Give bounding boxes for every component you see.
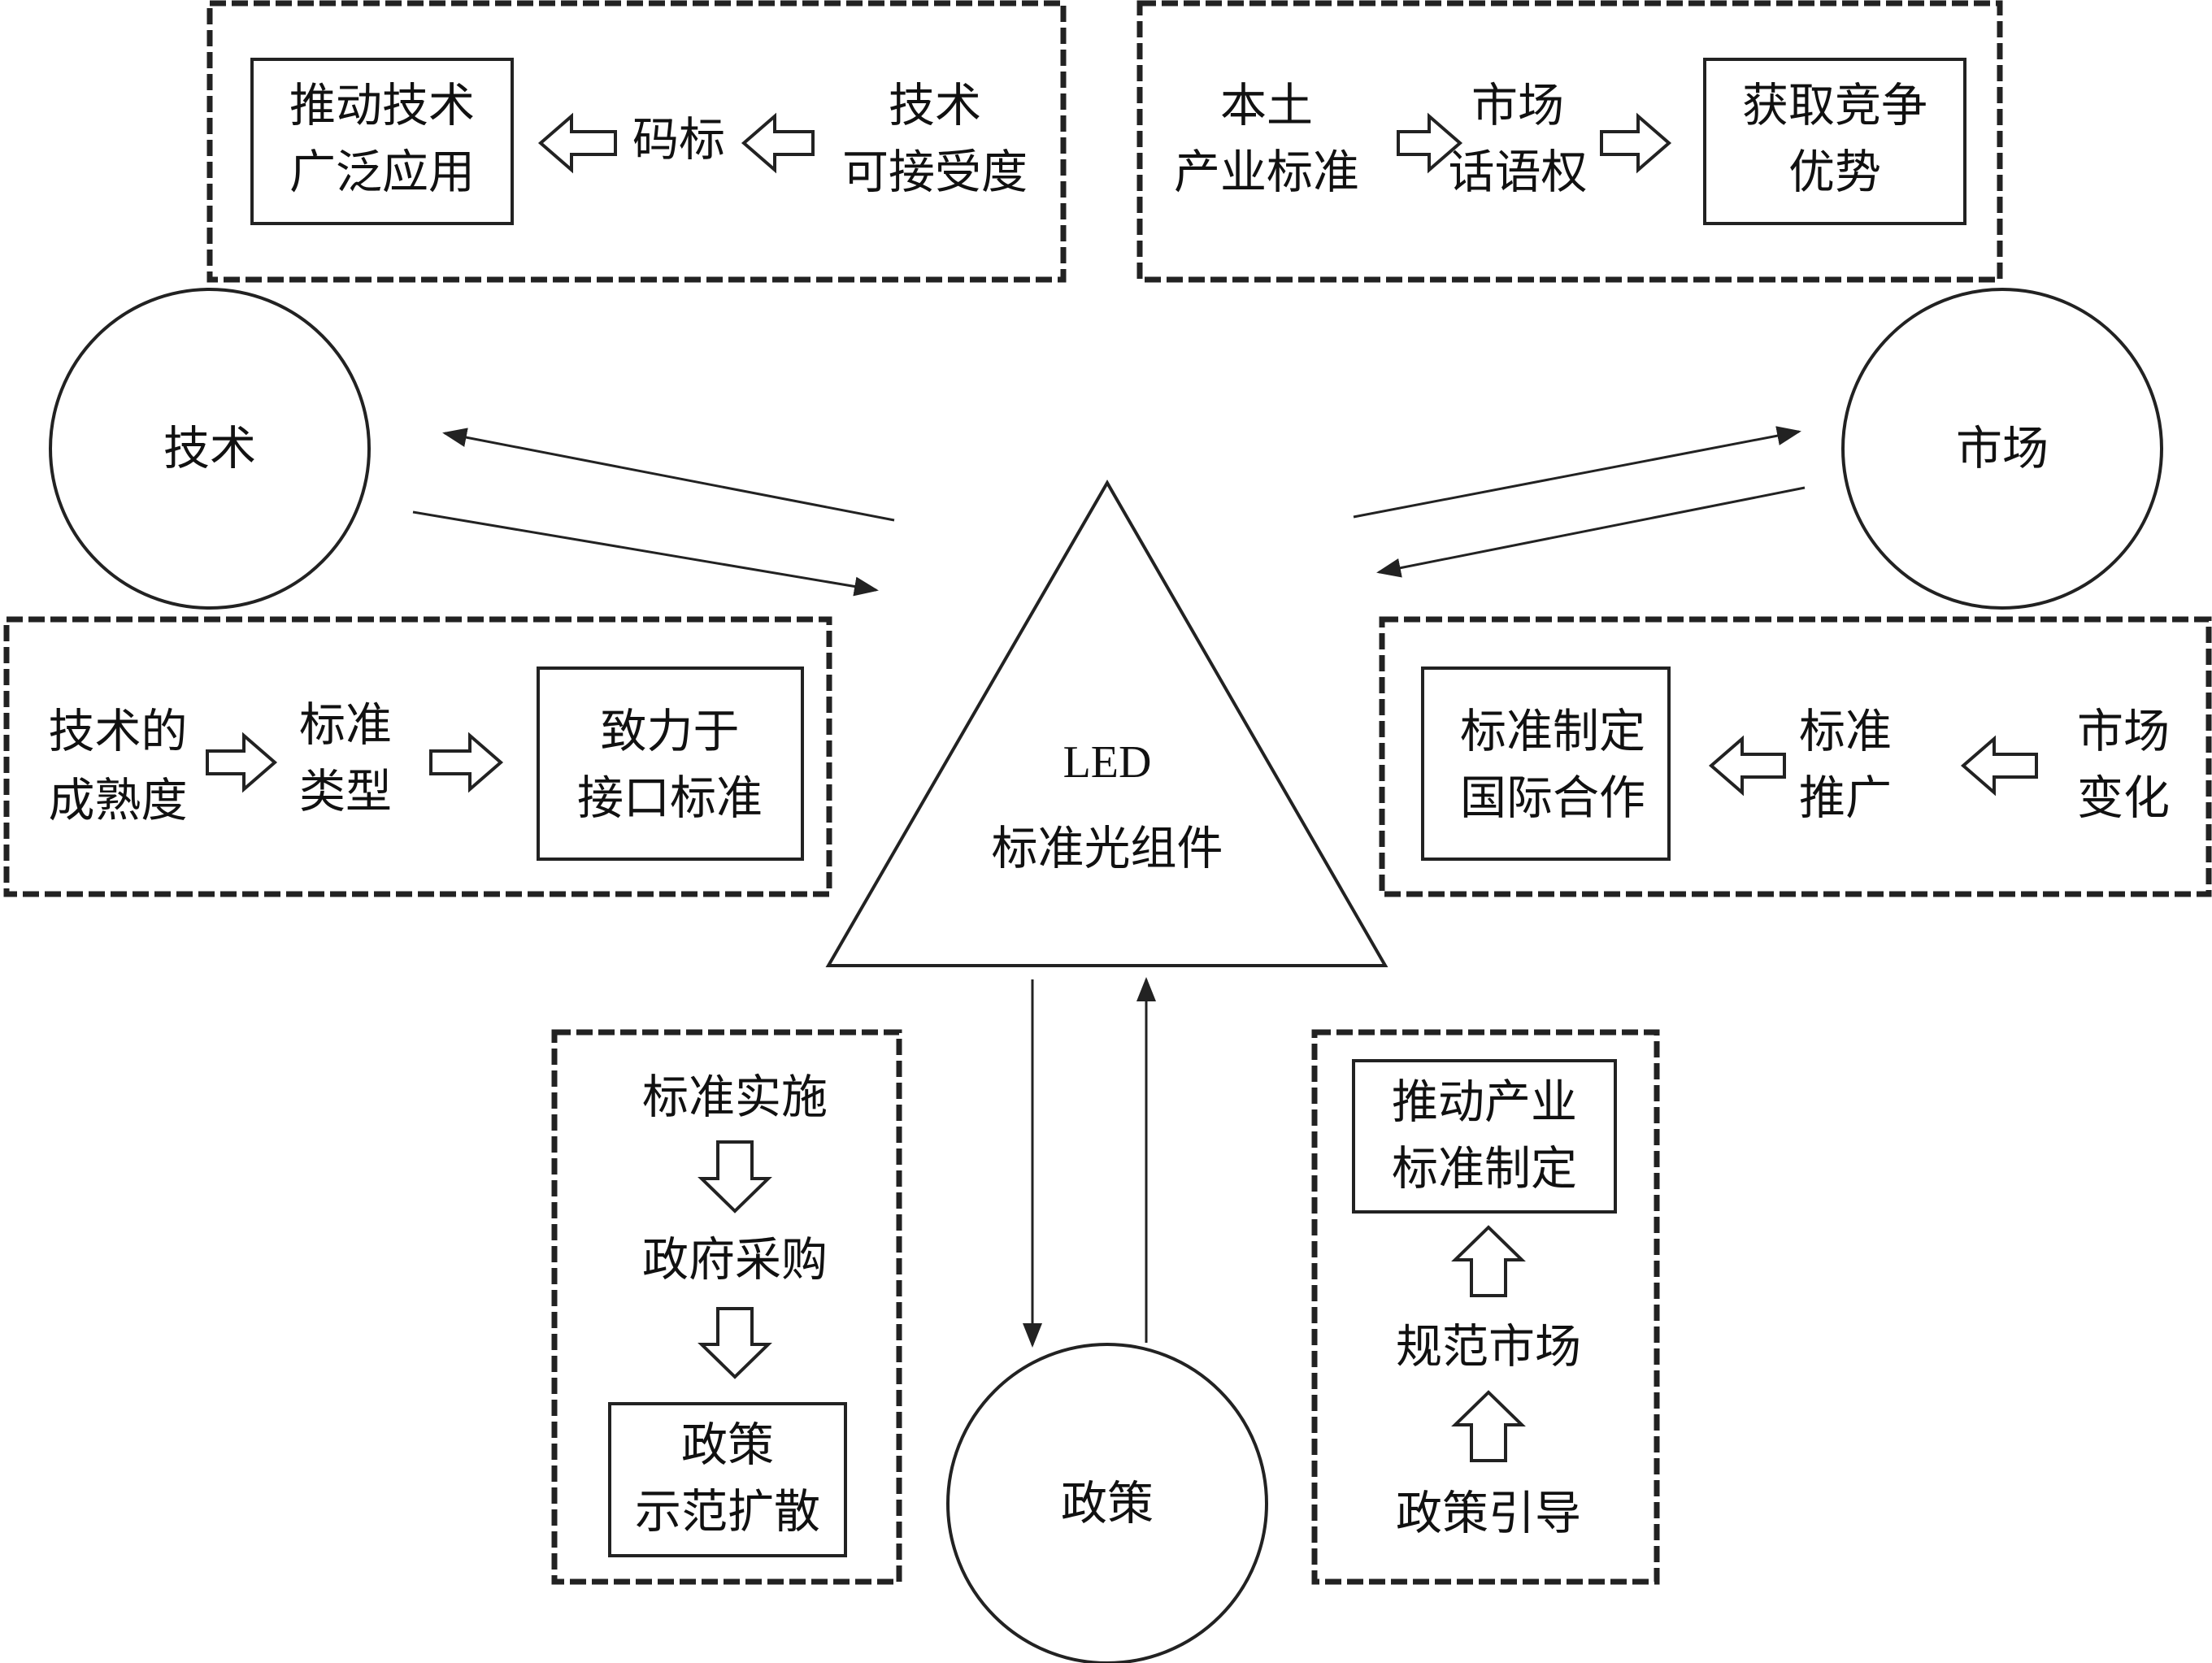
arrow-triangle-to-tech	[442, 428, 895, 522]
policy-left-result-box	[608, 1402, 847, 1557]
market-top-panel: 本土 产业标准 市场 话语权 获取竞争 优势	[1136, 0, 2003, 283]
market-circle	[1841, 288, 2163, 610]
hollow-arrow-down-icon	[697, 1140, 772, 1214]
market-bottom-result-line1: 标准制定	[1460, 705, 1645, 758]
tech-top-frame	[206, 0, 1067, 283]
market-bottom-mid-line1: 标准	[1799, 705, 1892, 758]
market-bottom-mid-line2: 推广	[1799, 771, 1892, 825]
node-tech: 技术	[49, 288, 371, 610]
policy-right-frame	[1311, 1029, 1660, 1585]
market-top-source-line2: 产业标准	[1174, 145, 1359, 199]
hollow-arrow-up-icon	[1451, 1390, 1526, 1462]
tech-bottom-source-line1: 技术的	[49, 705, 188, 758]
tech-top-result-line1: 推动技术	[289, 79, 475, 132]
hollow-arrow-left-icon	[1960, 735, 2038, 797]
tech-bottom-frame	[3, 616, 832, 897]
policy-right-result-box	[1352, 1059, 1617, 1214]
center-triangle-group: LED 标准光组件	[825, 479, 1388, 967]
policy-left-step2: 政府采购	[642, 1233, 828, 1287]
tech-bottom-result-box	[537, 667, 804, 861]
policy-left-panel: 标准实施 政府采购 政策 示范扩散	[551, 1029, 902, 1585]
market-bottom-result-line2: 国际合作	[1460, 771, 1645, 825]
hollow-arrow-left-icon	[1708, 735, 1786, 797]
tech-bottom-mid-line2: 类型	[299, 765, 392, 818]
market-bottom-source-line1: 市场	[2077, 705, 2170, 758]
tech-top-source-line1: 技术	[889, 79, 981, 132]
arrow-triangle-to-market	[1353, 426, 1801, 519]
hollow-arrow-left-icon	[537, 112, 617, 174]
policy-right-result-line1: 推动产业	[1392, 1075, 1577, 1129]
center-triangle	[825, 479, 1388, 967]
hollow-arrow-up-icon	[1451, 1225, 1526, 1297]
market-top-mid-line1: 市场	[1471, 79, 1564, 132]
tech-top-mid-step: 码标	[632, 113, 725, 167]
market-bottom-panel: 标准制定 国际合作 标准 推广 市场 变化	[1379, 616, 2212, 897]
market-top-source-line1: 本土	[1220, 79, 1313, 132]
arrow-market-to-triangle	[1376, 486, 1806, 578]
market-bottom-source-line2: 变化	[2077, 771, 2170, 825]
tech-top-panel: 推动技术 广泛应用 码标 技术 可接受度	[206, 0, 1067, 283]
market-top-result-line1: 获取竞争	[1742, 79, 1927, 132]
node-policy: 政策	[946, 1343, 1268, 1663]
policy-right-source: 政策引导	[1396, 1487, 1581, 1540]
tech-top-result-box	[250, 58, 514, 225]
connector-arrows	[412, 426, 1806, 1348]
tech-top-result-line2: 广泛应用	[289, 145, 475, 199]
policy-left-frame	[551, 1029, 902, 1585]
policy-right-result-line2: 标准制定	[1392, 1142, 1577, 1196]
node-market: 市场	[1841, 288, 2163, 610]
policy-label: 政策	[1061, 1477, 1154, 1531]
tech-top-source-line2: 可接受度	[842, 145, 1028, 199]
market-label: 市场	[1956, 422, 2049, 475]
tech-bottom-source-line2: 成熟度	[49, 774, 188, 827]
tech-circle	[49, 288, 371, 610]
tech-bottom-result-line1: 致力于	[601, 705, 740, 758]
hollow-arrow-right-icon	[1397, 112, 1463, 174]
arrow-tech-to-triangle	[412, 510, 879, 597]
policy-right-mid-step: 规范市场	[1396, 1320, 1581, 1374]
tech-label: 技术	[163, 422, 256, 475]
policy-right-panel: 推动产业 标准制定 规范市场 政策引导	[1311, 1029, 1660, 1585]
tech-bottom-result-line2: 接口标准	[577, 771, 763, 825]
hollow-arrow-right-icon	[1600, 112, 1672, 174]
market-top-result-line2: 优势	[1788, 145, 1881, 199]
hollow-arrow-left-icon	[741, 112, 815, 174]
tech-bottom-mid-line1: 标准	[299, 698, 392, 752]
market-top-mid-line2: 话语权	[1449, 145, 1588, 199]
policy-left-result-line1: 政策	[681, 1418, 774, 1472]
market-top-frame	[1136, 0, 2003, 283]
policy-left-result-line2: 示范扩散	[635, 1485, 820, 1539]
market-top-result-box	[1703, 58, 1966, 225]
hollow-arrow-down-icon	[697, 1307, 772, 1379]
center-label-line2: 标准光组件	[992, 822, 1223, 875]
market-bottom-frame	[1379, 616, 2212, 897]
hollow-arrow-right-icon	[206, 732, 278, 793]
tech-bottom-panel: 技术的 成熟度 标准 类型 致力于 接口标准	[3, 616, 832, 897]
hollow-arrow-right-icon	[429, 732, 504, 793]
center-label-line1: LED	[1063, 737, 1152, 788]
policy-left-step1: 标准实施	[642, 1070, 828, 1124]
market-bottom-result-box	[1421, 667, 1671, 861]
policy-circle	[946, 1343, 1268, 1663]
